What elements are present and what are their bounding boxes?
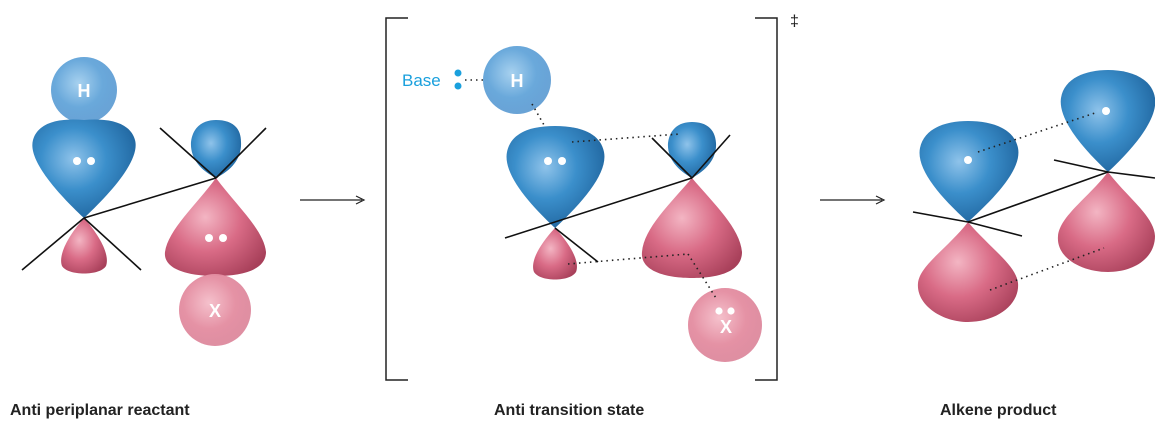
reactant-caption: Anti periplanar reactant — [10, 402, 190, 419]
c1-sp3-orbital-blue-lobe — [506, 126, 605, 228]
pi-bond-dotted — [977, 111, 1105, 291]
electron-dot — [964, 156, 972, 164]
transition-state-caption: Anti transition state — [494, 402, 645, 419]
product-caption: Alkene product — [940, 402, 1057, 419]
bond-lines — [912, 159, 1155, 237]
bond-lines — [504, 134, 731, 263]
lone-pair-dot — [727, 307, 735, 315]
c2-orbital-blue-lobe — [190, 120, 242, 178]
c2-orbital-blue-lobe — [667, 122, 717, 178]
x-atom-label: X — [209, 301, 221, 321]
c2-orbital-pink-lobe — [164, 178, 266, 276]
forming-pi-bond-dotted — [567, 133, 717, 299]
x-atom-label: X — [720, 317, 732, 337]
right-bracket — [755, 17, 778, 381]
lone-pair-dot — [715, 307, 723, 315]
base-lone-pair-dot — [454, 82, 462, 90]
lone-pair-dot — [219, 234, 227, 242]
reactant-panel: H X — [21, 57, 267, 346]
lone-pair-dot — [205, 234, 213, 242]
c1-sp3-orbital-blue-lobe — [32, 119, 136, 218]
h-atom-sphere — [483, 46, 551, 114]
base-label: Base — [402, 71, 441, 90]
transition-state-panel: ‡ Base H X — [385, 13, 799, 381]
x-atom-sphere — [179, 274, 251, 346]
h-atom-label: H — [78, 81, 91, 101]
p-orbital-top-lobe — [919, 121, 1019, 222]
p-orbital-bottom-lobe — [1057, 172, 1155, 272]
reaction-arrow — [300, 195, 366, 205]
p-orbital-bottom-lobe — [917, 222, 1019, 322]
lone-pair-dot — [73, 157, 81, 165]
h-atom-sphere — [51, 57, 117, 123]
alkene-product-panel — [912, 70, 1155, 322]
lone-pair-dot — [558, 157, 566, 165]
c2-orbital-pink-lobe — [641, 178, 742, 278]
c1-sp3-orbital-pink-lobe — [61, 218, 107, 274]
lone-pair-dot — [87, 157, 95, 165]
left-bracket — [385, 17, 408, 381]
h-atom-label: H — [511, 71, 524, 91]
x-atom-sphere — [688, 288, 762, 362]
electron-dot — [1102, 107, 1110, 115]
double-dagger-symbol: ‡ — [790, 13, 799, 30]
lone-pair-dot — [544, 157, 552, 165]
c1-sp3-orbital-pink-lobe — [533, 228, 577, 280]
reaction-arrow — [820, 195, 886, 205]
p-orbital-top-lobe — [1060, 70, 1155, 172]
base-lone-pair-dot — [454, 69, 462, 77]
bond-lines — [21, 127, 267, 271]
